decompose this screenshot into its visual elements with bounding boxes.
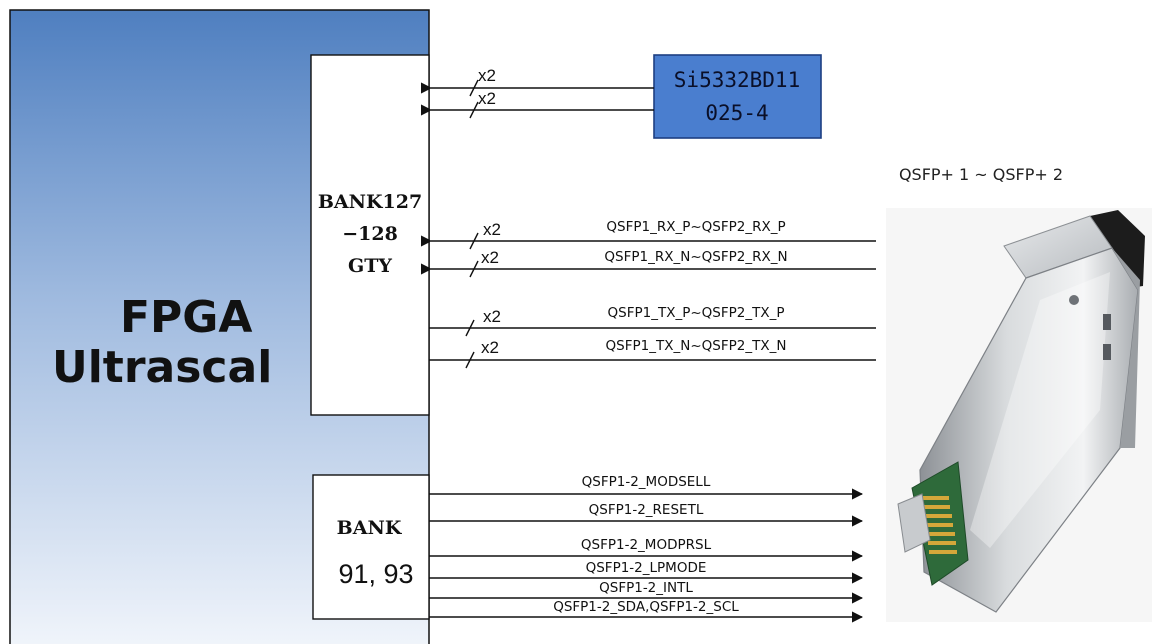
- bus-slash: [469, 101, 479, 119]
- modsell-label: QSFP1-2_MODSELL: [582, 474, 711, 490]
- fpga-title-line2: Ultrascal: [52, 342, 272, 393]
- rx-p-label: QSFP1_RX_P~QSFP2_RX_P: [606, 219, 785, 235]
- tx-p-mult: x2: [483, 307, 501, 326]
- bus-slash: [469, 79, 479, 97]
- clock-chip-line1: Si5332BD11: [674, 68, 800, 92]
- qsfp-pcb-contacts: [923, 496, 957, 554]
- clock-lines: x2 x2: [420, 66, 654, 119]
- bank-gty-block: BANK127 −128 GTY: [310, 54, 430, 416]
- bank-io-box: [312, 474, 430, 620]
- qsfp-tab: [897, 493, 931, 553]
- qsfp-title: QSFP+ 1 ~ QSFP+ 2: [899, 165, 1063, 184]
- rx-n-label: QSFP1_RX_N~QSFP2_RX_N: [604, 249, 787, 265]
- tx-p-label: QSFP1_TX_P~QSFP2_TX_P: [608, 305, 785, 321]
- gty-lines: x2 x2 x2 x2 QSFP1_RX_P~QSFP2_RX_P QSFP1_…: [420, 219, 876, 369]
- clock-chip-line2: 025-4: [705, 101, 768, 125]
- bus-slash: [469, 232, 479, 250]
- clock-mult-2: x2: [478, 89, 496, 108]
- rx-p-mult: x2: [483, 220, 501, 239]
- intl-label: QSFP1-2_INTL: [599, 580, 693, 596]
- tx-n-label: QSFP1_TX_N~QSFP2_TX_N: [606, 338, 787, 354]
- bus-slash: [469, 260, 479, 278]
- lpmode-label: QSFP1-2_LPMODE: [586, 560, 707, 576]
- bank-gty-box: [310, 54, 430, 416]
- clock-chip-box: [653, 54, 822, 139]
- qsfp-transceiver-icon: [886, 208, 1152, 622]
- qsfp-side-face: [1112, 248, 1140, 448]
- clock-chip: Si5332BD11 025-4: [653, 54, 822, 139]
- tx-n-mult: x2: [481, 338, 499, 357]
- rx-n-mult: x2: [481, 248, 499, 267]
- bank-gty-line3: GTY: [348, 255, 392, 277]
- qsfp-highlight: [970, 272, 1110, 548]
- i2c-label: QSFP1-2_SDA,QSFP1-2_SCL: [553, 599, 739, 615]
- bank-io-line1: BANK: [337, 517, 403, 539]
- bus-slash: [465, 351, 475, 369]
- qsfp-rivet: [1069, 295, 1079, 305]
- bank-gty-line1: BANK127: [318, 191, 422, 213]
- bank-gty-line2: −128: [342, 223, 398, 245]
- io-lines: QSFP1-2_MODSELL QSFP1-2_RESETL QSFP1-2_M…: [429, 474, 864, 623]
- fpga-title-line1: FPGA: [120, 292, 252, 343]
- qsfp-slot: [1103, 314, 1111, 330]
- bus-slash: [465, 319, 475, 337]
- bank-io-line2: 91, 93: [338, 559, 413, 589]
- resetl-label: QSFP1-2_RESETL: [589, 502, 704, 518]
- clock-mult-1: x2: [478, 66, 496, 85]
- modprsl-label: QSFP1-2_MODPRSL: [581, 537, 712, 553]
- qsfp-slot: [1103, 344, 1111, 360]
- bank-io-block: BANK 91, 93: [312, 474, 430, 620]
